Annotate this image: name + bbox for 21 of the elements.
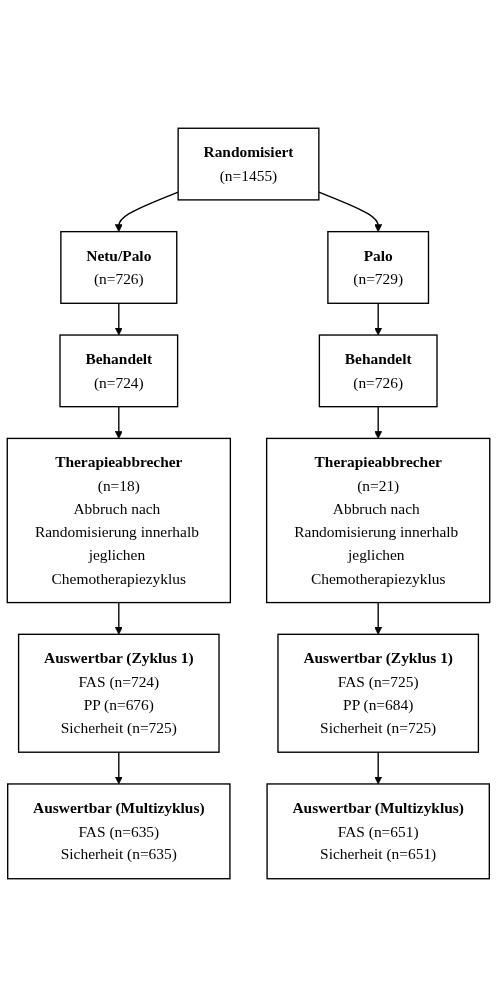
arrow bbox=[114, 751, 123, 784]
node-box: Auswertbar (Multizyklus) FAS (n=651) Sicherheit (n=651) bbox=[266, 782, 490, 879]
arrow bbox=[114, 302, 123, 335]
arrow bbox=[114, 601, 123, 635]
node-box: Randomisiert (n=1455) bbox=[177, 127, 320, 201]
node-box: Behandelt (n=726) bbox=[318, 333, 438, 407]
node-box: Auswertbar (Zyklus 1) FAS (n=724) PP (n=676) Sicherheit (n=725) bbox=[17, 633, 220, 753]
arrow bbox=[374, 302, 383, 335]
arrow bbox=[374, 601, 383, 635]
node-box: Behandelt (n=724) bbox=[59, 333, 179, 407]
node-box: Netu/Palo (n=726) bbox=[60, 230, 178, 304]
node-box: Therapieabbrecher (n=21) Abbruch nach Randomisierung innerhalb jeglichen Chemotherapiezyklus bbox=[265, 437, 491, 603]
node-box: Auswertbar (Zyklus 1) FAS (n=725) PP (n=684) Sicherheit (n=725) bbox=[277, 633, 480, 753]
arrow bbox=[318, 190, 383, 232]
arrow bbox=[374, 405, 383, 439]
node-box: Auswertbar (Multizyklus) FAS (n=635) Sicherheit (n=635) bbox=[7, 782, 231, 879]
arrow bbox=[114, 190, 179, 232]
node-box: Therapieabbrecher (n=18) Abbruch nach Randomisierung innerhalb jeglichen Chemotherapiezyklus bbox=[6, 437, 232, 603]
arrow bbox=[374, 751, 383, 784]
node-box: Palo (n=729) bbox=[327, 230, 430, 304]
arrow bbox=[114, 405, 123, 439]
